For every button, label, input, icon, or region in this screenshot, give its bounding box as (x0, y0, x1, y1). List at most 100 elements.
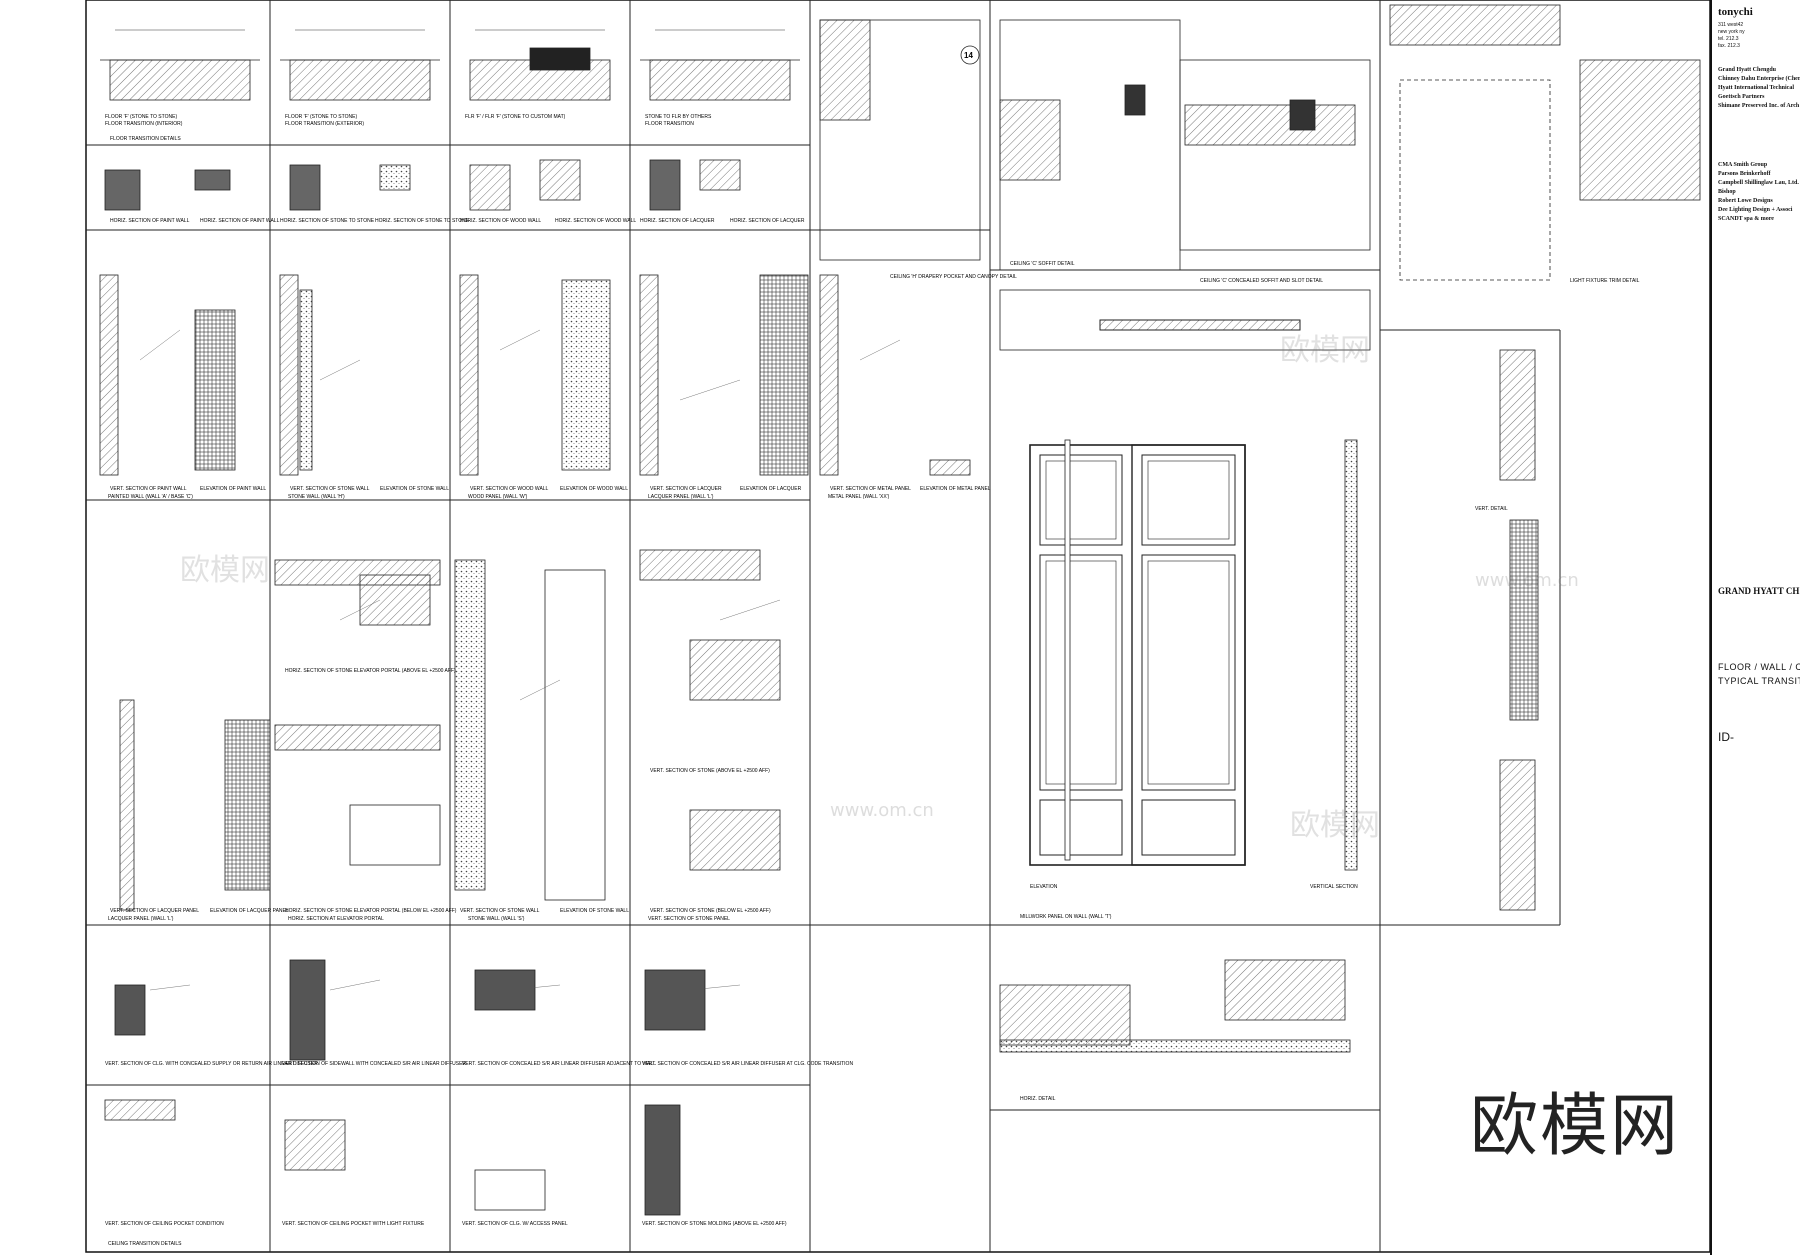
consultant-entry: Shimane Preserved Inc. of Arch (1718, 103, 1800, 109)
detail-label: ELEVATION OF STONE WALL (380, 486, 449, 492)
firm-line: tel. 212.3 (1718, 36, 1739, 42)
detail-label: FLOOR TRANSITION (EXTERIOR) (285, 121, 364, 127)
horiz-section-details (104, 159, 741, 211)
sheet-title: FLOOR / WALL / CEILIN (1718, 662, 1800, 672)
detail-label: VERT. SECTION OF LACQUER PANEL (110, 908, 199, 914)
detail-label: VERT. SECTION OF STONE MOLDING (ABOVE EL… (642, 1221, 787, 1227)
group-label: HORIZ. SECTION AT ELEVATOR PORTAL (288, 916, 384, 922)
detail-label: VERT. SECTION OF METAL PANEL (830, 486, 911, 492)
detail-label: HORIZ. SECTION OF WOOD WALL (555, 218, 636, 224)
detail-number: 14 (964, 51, 973, 60)
watermark-url: www.om.cn (1475, 570, 1579, 591)
detail-label: VERT. SECTION OF WOOD WALL (470, 486, 549, 492)
detail-label: HORIZ. SECTION OF LACQUER (730, 218, 805, 224)
group-label: LACQUER PANEL (WALL 'L') (108, 916, 174, 922)
detail-label: VERT. SECTION OF STONE (BELOW EL +2500 A… (650, 908, 771, 914)
detail-label: ELEVATION OF STONE WALL (560, 908, 629, 914)
group-label: MILLWORK PANEL ON WALL (WALL 'T') (1020, 914, 1112, 920)
firm-name: tonychi (1718, 6, 1753, 18)
detail-label: VERT. SECTION OF SIDEWALL WITH CONCEALED… (282, 1061, 466, 1067)
detail-label: VERT. SECTION OF STONE WALL (290, 486, 370, 492)
group-label: WOOD PANEL (WALL 'W') (468, 494, 528, 500)
detail-label: LIGHT FIXTURE TRIM DETAIL (1570, 278, 1640, 284)
detail-label: HORIZ. SECTION OF STONE TO STONE (280, 218, 375, 224)
detail-label: CEILING 'C' SOFFIT DETAIL (1010, 261, 1075, 267)
title-block: tonychi 311 west42 new york ny tel. 212.… (1710, 0, 1800, 1255)
group-label: LACQUER PANEL (WALL 'L') (648, 494, 714, 500)
detail-label: ELEVATION OF LACQUER (740, 486, 802, 492)
firm-line: 311 west42 (1718, 22, 1744, 28)
detail-label: HORIZ. DETAIL (1020, 1096, 1056, 1102)
detail-label: ELEVATION OF WOOD WALL (560, 486, 628, 492)
detail-label: VERT. SECTION OF CONCEALED S/R AIR LINEA… (462, 1061, 656, 1067)
detail-label: STONE TO FLR BY OTHERS (645, 114, 712, 120)
group-label: STONE WALL (WALL 'S') (468, 916, 525, 922)
detail-label: CEILING 'C' CONCEALED SOFFIT AND SLOT DE… (1200, 278, 1323, 284)
horiz-section-labels: HORIZ. SECTION OF PAINT WALL HORIZ. SECT… (110, 218, 805, 224)
detail-label: HORIZ. SECTION OF PAINT WALL (200, 218, 280, 224)
group-label: FLOOR TRANSITION DETAILS (110, 136, 181, 142)
group-label: PAINTED WALL (WALL 'A' / BASE 'C') (108, 494, 193, 500)
consultant-entry: Chinney Dahu Enterprise (Cheng (1718, 76, 1800, 82)
wall-section-labels: VERT. SECTION OF PAINT WALL ELEVATION OF… (108, 486, 991, 500)
consultant-entry: Bishop (1718, 189, 1736, 195)
consultant-entry: Robert Lowe Designs (1718, 198, 1773, 204)
consultant-entry: Grand Hyatt Chengdu (1718, 67, 1777, 73)
detail-label: ELEVATION OF LACQUER PANEL (210, 908, 289, 914)
portal-sections (119, 549, 781, 911)
ceiling-transitions (104, 959, 706, 1216)
detail-label: VERT. SECTION OF CLG. W/ ACCESS PANEL (462, 1221, 568, 1227)
detail-label: FLOOR 'F' (STONE TO STONE) (105, 114, 177, 120)
portal-labels: HORIZ. SECTION OF STONE ELEVATOR PORTAL … (108, 668, 771, 922)
consultant-entry: Hyatt International Technical (1718, 85, 1795, 91)
consultant-entry: Dee Lighting Design + Associ (1718, 207, 1793, 213)
vert-detail (1499, 349, 1539, 911)
ceiling-details (819, 4, 1701, 281)
firm-line: fax. 212.3 (1718, 43, 1740, 49)
detail-label: FLOOR 'F' (STONE TO STONE) (285, 114, 357, 120)
detail-label: FLR 'F' / FLR 'F' (STONE TO CUSTOM MAT) (465, 114, 566, 120)
consultant-entry: Campbell Shillinglaw Lau, Ltd. (1718, 180, 1799, 186)
consultant-entry: SCANDT spa & more (1718, 216, 1774, 222)
detail-label: FLOOR TRANSITION (645, 121, 694, 127)
detail-label: VERT. SECTION OF STONE WALL (460, 908, 540, 914)
millwork-elevation (999, 289, 1371, 871)
detail-label: FLOOR TRANSITION (INTERIOR) (105, 121, 183, 127)
detail-label: VERT. SECTION OF CEILING POCKET WITH LIG… (282, 1221, 425, 1227)
detail-label: HORIZ. SECTION OF PAINT WALL (110, 218, 190, 224)
detail-label: VERT. SECTION OF LACQUER (650, 486, 722, 492)
project-name: GRAND HYATT CH (1718, 586, 1800, 596)
firm-line: new york ny (1718, 29, 1745, 35)
detail-label: HORIZ. SECTION OF WOOD WALL (460, 218, 541, 224)
floor-transition-details: FLOOR 'F' (STONE TO STONE) FLOOR TRANSIT… (100, 29, 800, 142)
detail-label: VERT. DETAIL (1475, 506, 1508, 512)
detail-label: VERT. SECTION OF CONCEALED S/R AIR LINEA… (642, 1061, 853, 1067)
detail-label: HORIZ. SECTION OF LACQUER (640, 218, 715, 224)
group-label: VERT. SECTION OF STONE PANEL (648, 916, 730, 922)
sheet-number: ID- (1718, 730, 1734, 744)
watermark-url: www.om.cn (830, 800, 934, 821)
detail-label: HORIZ. SECTION OF STONE ELEVATOR PORTAL … (285, 908, 457, 914)
group-label: CEILING TRANSITION DETAILS (108, 1241, 182, 1247)
detail-label: VERT. SECTION OF CLG. WITH CONCEALED SUP… (105, 1061, 318, 1067)
leader-lines (139, 329, 901, 991)
horiz-detail (999, 959, 1351, 1053)
consultant-entry: Goettsch Partners (1718, 94, 1765, 100)
detail-grid (86, 0, 1561, 1252)
ceiling-transition-labels: VERT. SECTION OF CLG. WITH CONCEALED SUP… (105, 1061, 853, 1247)
detail-label: VERT. SECTION OF CEILING POCKET CONDITIO… (105, 1221, 224, 1227)
detail-label: ELEVATION OF METAL PANEL (920, 486, 991, 492)
consultant-entry: CMA Smith Group (1718, 162, 1768, 168)
group-label: STONE WALL (WALL 'H') (288, 494, 345, 500)
detail-label: VERT. SECTION OF PAINT WALL (110, 486, 187, 492)
watermark: 欧模网 (1280, 333, 1370, 368)
group-label: METAL PANEL (WALL 'XX') (828, 494, 890, 500)
wall-sections (99, 274, 971, 476)
sheet-title: TYPICAL TRANSITION (1718, 676, 1800, 686)
detail-label: HORIZ. SECTION OF STONE ELEVATOR PORTAL … (285, 668, 456, 674)
detail-label: VERTICAL SECTION (1310, 884, 1358, 890)
watermark: 欧模网 (180, 553, 270, 588)
watermark: 欧模网 (1290, 808, 1380, 843)
consultant-entry: Parsons Brinkerhoff (1718, 171, 1771, 177)
